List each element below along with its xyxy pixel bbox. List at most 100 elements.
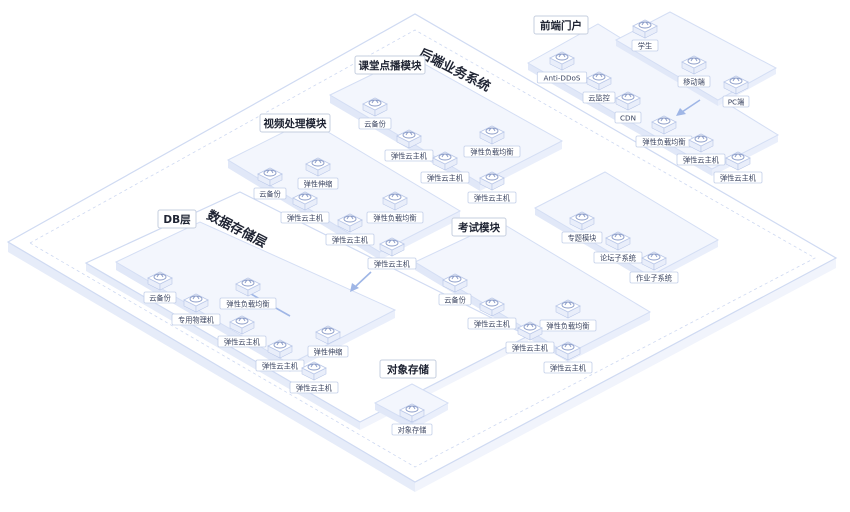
- node-label-chip: [713, 171, 763, 184]
- backend-platform: [6, 13, 838, 492]
- node-label: 弹性云主机: [512, 343, 549, 352]
- node-label: 弹性云主机: [427, 173, 464, 182]
- svg-text:DB层: DB层: [163, 214, 191, 226]
- cloud-service-icon: [561, 301, 575, 309]
- mobile-frontend-2: 移动端: [677, 55, 711, 88]
- tag-video: 视频处理模块: [259, 113, 331, 133]
- node-label: 对象存储: [398, 425, 427, 434]
- node-label: 弹性云主机: [296, 383, 333, 392]
- elb-video-3: 弹性负载均衡: [366, 191, 424, 224]
- ecs-video-4: 弹性云主机: [325, 213, 375, 246]
- node-label-chip: [536, 71, 588, 84]
- node-label-chip: [677, 75, 711, 88]
- node-label-chip: [593, 251, 643, 264]
- node-label-chip: [391, 423, 433, 436]
- node-label: 专用物理机: [178, 315, 215, 324]
- node-label-chip: [366, 211, 424, 224]
- ecs-db-3: 弹性云主机: [217, 315, 267, 348]
- tag-object-storage: 对象存储: [379, 359, 437, 379]
- node-label: 云监控: [588, 93, 610, 102]
- ecs-video-5: 弹性云主机: [367, 237, 417, 270]
- cloud-service-icon: [385, 239, 399, 247]
- node-label: 弹性云主机: [474, 193, 511, 202]
- storage-arrow-line: [355, 271, 372, 287]
- node-label-chip: [539, 319, 597, 332]
- monitor-icon: [729, 77, 743, 85]
- cloud-service-icon: [368, 99, 382, 107]
- node-label: 弹性云主机: [474, 319, 511, 328]
- node-label-chip: [722, 95, 750, 108]
- ecs-video-2: 弹性云主机: [280, 191, 330, 224]
- ecs-classroom-3: 弹性云主机: [420, 151, 470, 184]
- node-label-chip: [358, 117, 392, 130]
- node-label: 弹性云主机: [332, 235, 369, 244]
- cloud-service-icon: [448, 275, 462, 283]
- homework-subsystem-subsystem-2: 作业子系统: [629, 251, 679, 284]
- node-label-chip: [219, 297, 277, 310]
- cloud-service-icon: [485, 299, 499, 307]
- auto-scaling-db-4: 弹性伸缩: [307, 325, 349, 358]
- pc-frontend-4: PC端: [722, 75, 750, 108]
- cloud-service-icon: [438, 153, 452, 161]
- ecs-db-5: 弹性云主机: [255, 339, 305, 372]
- node-label-chip: [561, 231, 603, 244]
- frontend-arrow-line: [681, 99, 701, 113]
- node-label: 弹性负载均衡: [546, 321, 589, 330]
- node-label-chip: [582, 91, 616, 104]
- cloud-service-icon: [298, 193, 312, 201]
- node-label: 弹性云主机: [224, 337, 261, 346]
- cloud-service-icon: [241, 279, 255, 287]
- object-storage-platform: [373, 383, 450, 430]
- node-label-chip: [171, 313, 221, 326]
- node-label: CDN: [620, 113, 636, 122]
- node-label: 弹性云主机: [391, 151, 428, 160]
- elb-exam-2: 弹性负载均衡: [539, 299, 597, 332]
- node-label: 弹性负载均衡: [642, 137, 685, 146]
- cloud-service-icon: [402, 131, 416, 139]
- ecs-classroom-4: 弹性云主机: [467, 171, 517, 204]
- svg-text:对象存储: 对象存储: [387, 363, 429, 376]
- node-label-chip: [631, 39, 659, 52]
- globe-icon: [592, 73, 606, 81]
- dedicated-host-db-1: 专用物理机: [171, 293, 221, 326]
- cloud-service-icon: [485, 173, 499, 181]
- node-label: 云备份: [259, 189, 281, 198]
- cloud-service-icon: [731, 153, 745, 161]
- ecs-exam-4: 弹性云主机: [543, 341, 593, 374]
- ecs-frontend-7: 弹性云主机: [676, 133, 726, 166]
- cloud-service-icon: [485, 127, 499, 135]
- anti-ddos-frontend-1: Anti-DDoS: [536, 51, 588, 84]
- node-label-chip: [280, 211, 330, 224]
- cloud-service-icon: [575, 213, 589, 221]
- node-label-chip: [463, 145, 521, 158]
- node-label-chip: [307, 345, 349, 358]
- elb-db-2: 弹性负载均衡: [219, 277, 277, 310]
- storage-arrow-head: [350, 283, 359, 292]
- node-label: 学生: [638, 41, 652, 50]
- mobile-icon: [687, 57, 701, 65]
- svg-text:视频处理模块: 视频处理模块: [264, 117, 327, 130]
- cloud-service-icon: [343, 215, 357, 223]
- svg-text:前端门户: 前端门户: [540, 19, 582, 32]
- ecs-classroom-1: 弹性云主机: [384, 129, 434, 162]
- node-label-chip: [289, 381, 339, 394]
- svg-text:课堂点播模块: 课堂点播模块: [359, 59, 422, 72]
- cloud-service-icon: [235, 317, 249, 325]
- node-label-chip: [253, 187, 287, 200]
- elb-classroom-2: 弹性负载均衡: [463, 125, 521, 158]
- ecs-exam-3: 弹性云主机: [505, 321, 555, 354]
- ecs-frontend-8: 弹性云主机: [713, 151, 763, 184]
- node-label: 移动端: [683, 77, 705, 86]
- tag-exam: 考试模块: [451, 217, 507, 237]
- node-label: 云备份: [149, 293, 171, 302]
- cloud-backup-exam-0: 云备份: [438, 273, 472, 306]
- cloud-backup-db-0: 云备份: [143, 271, 177, 304]
- cloud-service-icon: [555, 53, 569, 61]
- forum-subsystem-subsystem-1: 论坛子系统: [593, 231, 643, 264]
- node-label: 弹性负载均衡: [373, 213, 416, 222]
- node-label: 弹性负载均衡: [226, 299, 269, 308]
- node-label-chip: [384, 149, 434, 162]
- node-label-chip: [143, 291, 177, 304]
- node-label: 作业子系统: [636, 273, 672, 282]
